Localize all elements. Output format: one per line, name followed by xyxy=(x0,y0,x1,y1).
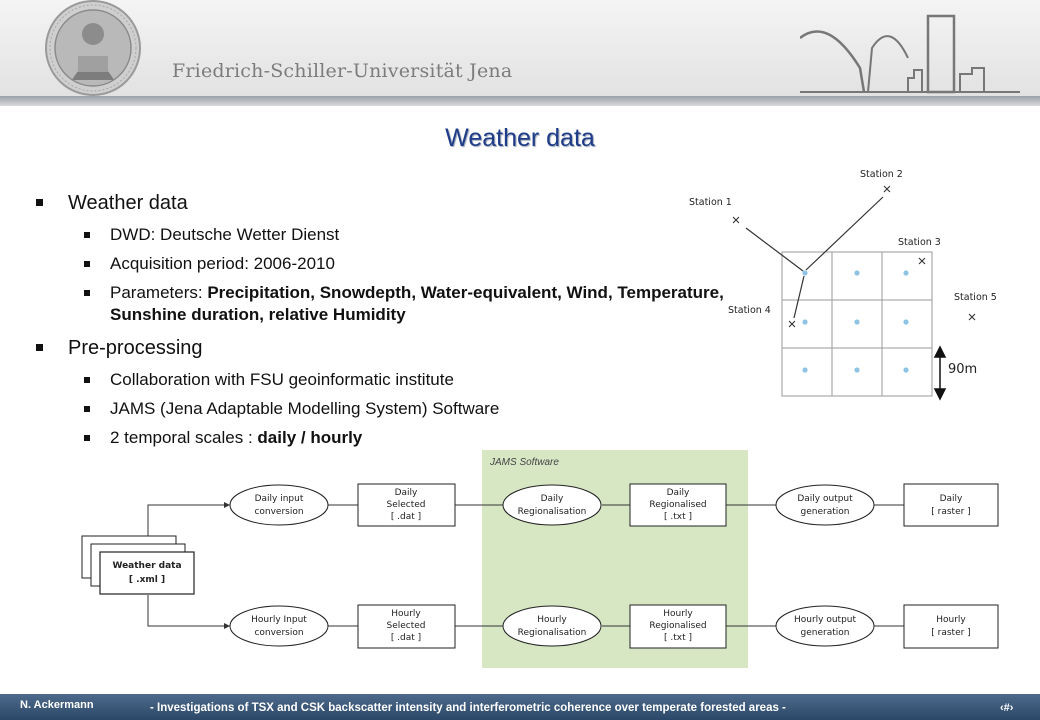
scale-label: 90m xyxy=(948,362,977,377)
hourly-regionalised-node: Hourly Regionalised [ .txt ] xyxy=(629,604,727,649)
hourly-out-line1: Hourly output xyxy=(794,615,857,625)
bullet-list: Weather data DWD: Deutsche Wetter Dienst… xyxy=(36,188,756,456)
daily-reg-line1: Daily xyxy=(541,494,564,504)
footer-talk-title: - Investigations of TSX and CSK backscat… xyxy=(150,702,786,714)
footer-page-number: ‹#› xyxy=(1000,702,1014,714)
daily-raster-line1: Daily xyxy=(940,494,963,504)
hourly-regd-line1: Hourly xyxy=(663,609,693,619)
university-seal-logo xyxy=(45,0,141,96)
daily-out-line1: Daily output xyxy=(797,494,853,504)
bullet-temporal-scales: 2 temporal scales : daily / hourly xyxy=(36,427,756,449)
daily-sel-line1: Daily xyxy=(395,488,418,498)
hourly-sel-line2: Selected xyxy=(386,621,425,631)
daily-conv-line2: conversion xyxy=(254,507,303,517)
flow-arrowheads xyxy=(224,502,230,629)
hourly-reg-line1: Hourly xyxy=(537,615,567,625)
hourly-regionalisation-node: Hourly Regionalisation xyxy=(502,605,602,647)
grid-centroids xyxy=(802,270,909,373)
bullet-collaboration: Collaboration with FSU geoinformatic ins… xyxy=(36,369,756,391)
hourly-output-generation-node: Hourly output generation xyxy=(775,605,875,647)
daily-input-conversion-node: Daily input conversion xyxy=(229,484,329,526)
scale-bar xyxy=(933,345,947,401)
bullet-jams: JAMS (Jena Adaptable Modelling System) S… xyxy=(36,398,756,420)
daily-conv-line1: Daily input xyxy=(255,494,304,504)
daily-regd-line2: Regionalised xyxy=(649,500,706,510)
footer-author: N. Ackermann xyxy=(20,699,94,711)
hourly-sel-line3: [ .dat ] xyxy=(391,633,421,643)
daily-regd-line3: [ .txt ] xyxy=(664,512,692,522)
daily-regd-line1: Daily xyxy=(667,488,690,498)
interpolation-lines xyxy=(745,196,884,319)
slide-title: Weather data xyxy=(445,124,595,152)
bullet-acquisition-period: Acquisition period: 2006-2010 xyxy=(36,253,756,275)
hourly-input-conversion-node: Hourly Input conversion xyxy=(229,605,329,647)
station-5-label: Station 5 xyxy=(954,292,997,303)
hourly-raster-node: Hourly [ raster ] xyxy=(903,604,999,649)
hourly-raster-line2: [ raster ] xyxy=(931,628,970,638)
daily-sel-line2: Selected xyxy=(386,500,425,510)
bullet-preprocessing: Pre-processing xyxy=(36,333,756,363)
parameters-prefix: Parameters: xyxy=(110,283,208,302)
hourly-conv-line1: Hourly Input xyxy=(251,615,307,625)
bullet-dwd: DWD: Deutsche Wetter Dienst xyxy=(36,224,756,246)
header-divider xyxy=(0,96,1040,106)
daily-output-generation-node: Daily output generation xyxy=(775,484,875,526)
hourly-regd-line2: Regionalised xyxy=(649,621,706,631)
station-2-label: Station 2 xyxy=(860,169,903,180)
header-banner: Friedrich-Schiller-Universität Jena xyxy=(0,0,1040,96)
daily-out-line2: generation xyxy=(801,507,850,517)
hourly-reg-line2: Regionalisation xyxy=(518,628,587,638)
jena-skyline-logo xyxy=(800,14,1020,94)
hourly-conv-line2: conversion xyxy=(254,628,303,638)
weather-data-input-stack: Weather data [ .xml ] xyxy=(81,535,195,595)
daily-regionalisation-node: Daily Regionalisation xyxy=(502,484,602,526)
daily-selected-node: Daily Selected [ .dat ] xyxy=(357,483,456,527)
daily-regionalised-node: Daily Regionalised [ .txt ] xyxy=(629,483,727,527)
jams-software-label: JAMS Software xyxy=(490,457,559,468)
university-name: Friedrich-Schiller-Universität Jena xyxy=(172,60,513,82)
hourly-out-line2: generation xyxy=(801,628,850,638)
footer-bar: N. Ackermann - Investigations of TSX and… xyxy=(0,694,1040,720)
input-label-line1: Weather data xyxy=(112,561,181,571)
parameters-list: Precipitation, Snowdepth, Water-equivale… xyxy=(110,283,724,324)
station-1-label: Station 1 xyxy=(689,197,732,208)
hourly-raster-line1: Hourly xyxy=(936,615,966,625)
scales-values: daily / hourly xyxy=(257,428,363,447)
grid-cells xyxy=(781,251,933,397)
daily-raster-line2: [ raster ] xyxy=(931,507,970,517)
hourly-sel-line1: Hourly xyxy=(391,609,421,619)
daily-sel-line3: [ .dat ] xyxy=(391,512,421,522)
daily-raster-node: Daily [ raster ] xyxy=(903,483,999,527)
hourly-selected-node: Hourly Selected [ .dat ] xyxy=(357,604,456,649)
daily-reg-line2: Regionalisation xyxy=(518,507,587,517)
scales-prefix: 2 temporal scales : xyxy=(110,428,258,447)
input-label-line2: [ .xml ] xyxy=(129,575,165,585)
flow-connectors xyxy=(147,504,904,627)
bullet-parameters: Parameters: Precipitation, Snowdepth, Wa… xyxy=(36,282,756,326)
station-markers xyxy=(732,185,976,328)
station-4-label: Station 4 xyxy=(728,305,771,316)
hourly-regd-line3: [ .txt ] xyxy=(664,633,692,643)
bullet-weather-data: Weather data xyxy=(36,188,756,218)
station-3-label: Station 3 xyxy=(898,237,941,248)
